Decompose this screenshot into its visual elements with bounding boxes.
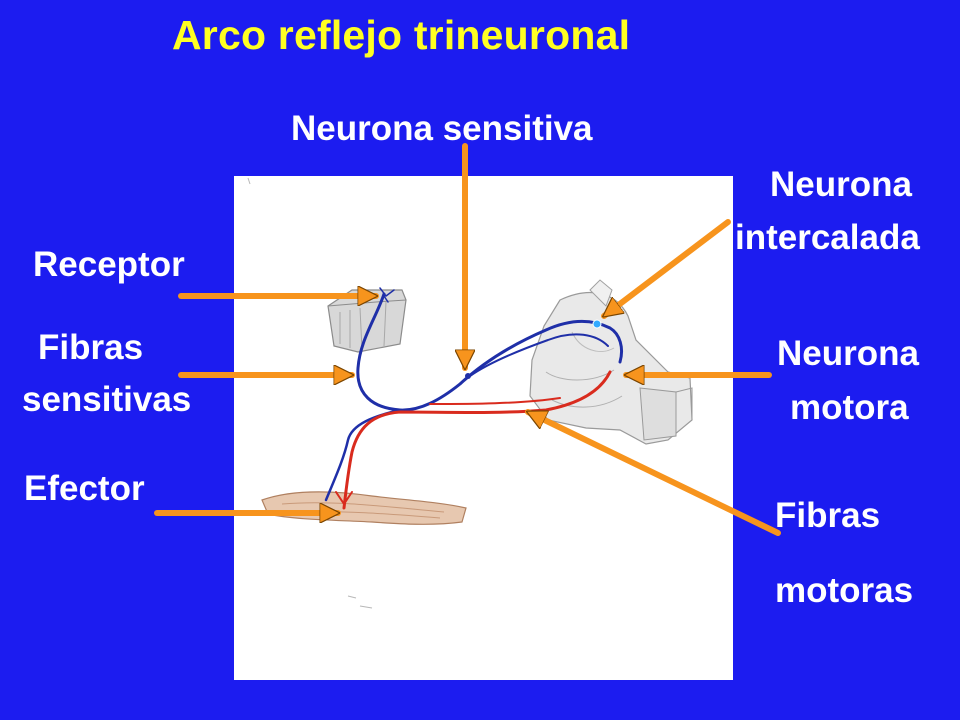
panel-marks xyxy=(247,177,373,609)
pointer-arrows xyxy=(154,143,781,536)
label-neurona-intercalada-line2: intercalada xyxy=(735,218,920,257)
label-efector: Efector xyxy=(24,469,145,508)
label-neurona-sensitiva: Neurona sensitiva xyxy=(291,109,593,148)
arrow-fibras-motoras xyxy=(528,409,781,536)
interneuron-marker xyxy=(592,319,602,329)
motor-pathway xyxy=(335,370,612,510)
label-neurona-motora-line1: Neurona xyxy=(777,334,919,373)
muscle-effector-illustration xyxy=(261,491,467,525)
label-fibras-motoras-line1: Fibras xyxy=(775,496,881,535)
sensory-neuron-marker xyxy=(465,373,471,379)
label-receptor: Receptor xyxy=(33,245,185,284)
page-title: Arco reflejo trineuronal xyxy=(172,12,631,58)
skin-receptor-illustration xyxy=(327,289,407,353)
label-fibras-motoras-line2: motoras xyxy=(775,571,914,610)
label-neurona-intercalada-line1: Neurona xyxy=(770,165,912,204)
label-fibras-sensitivas-line2: sensitivas xyxy=(22,380,192,419)
label-fibras-sensitivas-line1: Fibras xyxy=(38,328,144,367)
label-neurona-motora-line2: motora xyxy=(790,388,909,427)
arrow-neurona-intercalada xyxy=(601,219,731,319)
spinal-cord-illustration xyxy=(529,279,693,445)
